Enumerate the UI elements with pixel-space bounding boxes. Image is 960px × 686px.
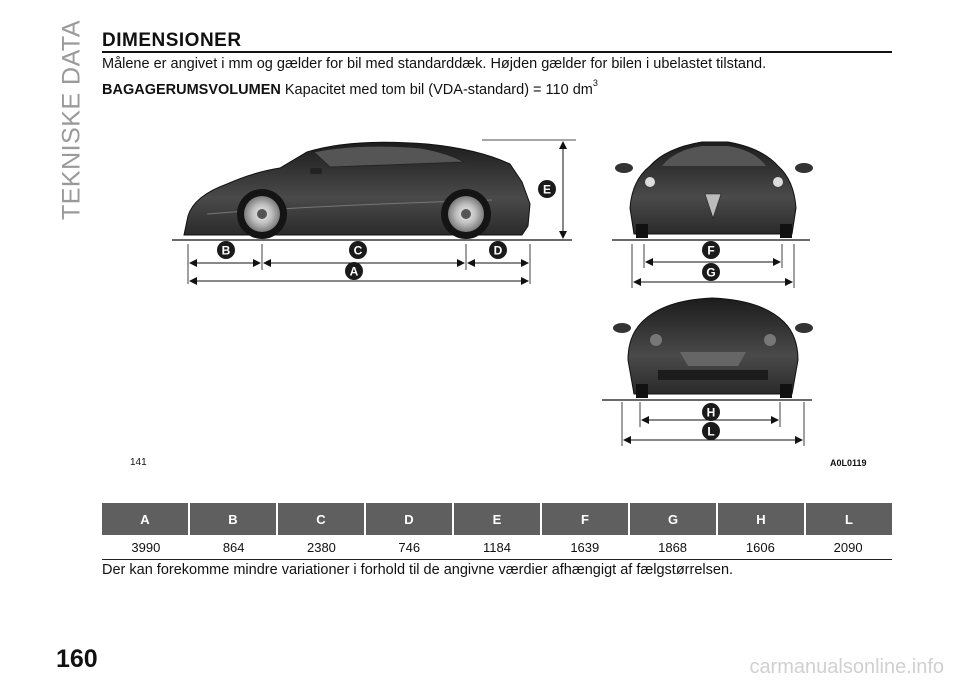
- svg-text:H: H: [707, 406, 716, 420]
- car-side-view: [172, 141, 572, 241]
- value-cell: 746: [398, 539, 421, 555]
- heading-rule: [102, 51, 892, 53]
- dimensions-table: A B C D E F G H L 3990 864 2380 746 1184…: [102, 503, 892, 560]
- marker-c: C: [349, 241, 367, 259]
- svg-text:B: B: [222, 244, 231, 258]
- marker-l: L: [702, 422, 720, 440]
- dimension-fg-lines: [631, 244, 795, 288]
- header-cell: B: [190, 503, 276, 535]
- svg-text:A: A: [350, 265, 359, 279]
- figure-code: A0L0119: [830, 458, 867, 468]
- svg-text:C: C: [354, 244, 363, 258]
- value-cell: 3990: [131, 539, 161, 555]
- value-cell: 2380: [306, 539, 336, 555]
- value-cell: 1639: [570, 539, 600, 555]
- svg-text:F: F: [707, 244, 714, 258]
- page-number: 160: [56, 645, 98, 673]
- side-tab-label: TEKNISKE DATA: [57, 19, 86, 221]
- figure-number: 141: [130, 457, 147, 468]
- value-cell: 1868: [658, 539, 688, 555]
- value-cell: 1184: [483, 539, 511, 555]
- dimension-figure: A B C D E F G H: [102, 122, 892, 478]
- value-cell: 2090: [833, 539, 863, 555]
- watermark: carmanualsonline.info: [749, 656, 944, 678]
- variation-note: Der kan forekomme mindre variationer i f…: [102, 562, 734, 578]
- dimension-e-line: [482, 139, 576, 239]
- header-cell: D: [366, 503, 452, 535]
- cargo-text: Kapacitet med tom bil (VDA-standard) = 1…: [284, 82, 593, 98]
- marker-a: A: [345, 262, 363, 280]
- car-front-view: [612, 141, 813, 241]
- car-rear-view: [602, 297, 813, 401]
- marker-h: H: [702, 403, 720, 421]
- front-wheel: [237, 189, 287, 239]
- marker-b: B: [217, 241, 235, 259]
- header-cell: C: [278, 503, 364, 535]
- header-cell: A: [102, 503, 188, 535]
- table-row: 3990 864 2380 746 1184 1639 1868 1606 20…: [102, 535, 892, 560]
- section-heading: DIMENSIONER: [102, 30, 242, 51]
- marker-d: D: [489, 241, 507, 259]
- value-cell: 1606: [745, 539, 775, 555]
- marker-e: E: [538, 180, 556, 198]
- svg-text:E: E: [543, 183, 551, 197]
- svg-text:D: D: [494, 244, 503, 258]
- marker-f: F: [702, 241, 720, 259]
- svg-text:L: L: [707, 425, 714, 439]
- header-cell: E: [454, 503, 540, 535]
- svg-text:G: G: [706, 266, 715, 280]
- marker-g: G: [702, 263, 720, 281]
- side-tab: TEKNISKE DATA: [52, 20, 92, 220]
- value-cell: 864: [222, 539, 245, 555]
- header-cell: H: [718, 503, 804, 535]
- cargo-label: BAGAGERUMSVOLUMEN: [102, 82, 281, 98]
- table-header-row: A B C D E F G H L: [102, 503, 892, 535]
- header-cell: G: [630, 503, 716, 535]
- intro-text: Målene er angivet i mm og gælder for bil…: [102, 56, 767, 72]
- header-cell: F: [542, 503, 628, 535]
- dimension-bcd-lines: [187, 244, 531, 285]
- header-cell: L: [806, 503, 892, 535]
- cargo-superscript: 3: [592, 78, 598, 88]
- rear-wheel: [441, 189, 491, 239]
